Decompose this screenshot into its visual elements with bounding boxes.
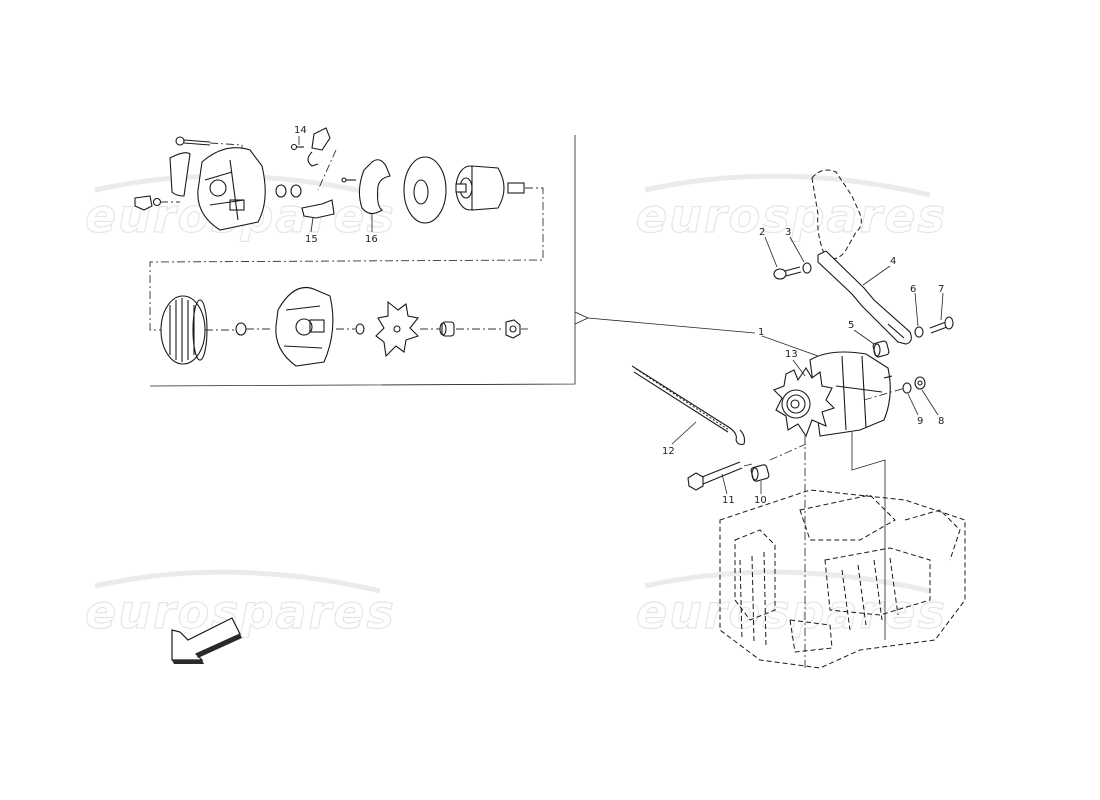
callout-14: 14 bbox=[294, 125, 307, 136]
leader-5 bbox=[853, 329, 875, 345]
part-8-nut bbox=[914, 376, 926, 390]
watermark-bottom-left: eurospares bbox=[84, 569, 396, 640]
callout-15: 15 bbox=[305, 234, 318, 245]
leader-9 bbox=[907, 393, 919, 416]
leader-13 bbox=[792, 359, 806, 377]
part-10-spacer bbox=[750, 464, 770, 482]
leader-3 bbox=[789, 236, 805, 263]
callout-8: 8 bbox=[938, 416, 944, 427]
front-housing bbox=[275, 286, 334, 367]
part-2-bolt bbox=[773, 266, 802, 280]
part-16-regulator bbox=[341, 159, 391, 215]
insulating-disc bbox=[403, 156, 447, 224]
detail-leader-to-alternator bbox=[587, 317, 756, 334]
callout-12: 12 bbox=[662, 446, 675, 457]
callout-13: 13 bbox=[785, 349, 798, 360]
watermark-bottom-right: eurospares bbox=[635, 569, 947, 640]
watermark-top-right: eurospares bbox=[635, 173, 947, 244]
leader-15 bbox=[310, 217, 314, 233]
leader-1 bbox=[761, 335, 819, 357]
stator bbox=[160, 295, 208, 365]
mount-axis-rear bbox=[851, 432, 886, 640]
svg-text:eurospares: eurospares bbox=[636, 585, 947, 639]
part-7-bolt bbox=[929, 316, 954, 334]
callout-9: 9 bbox=[917, 416, 923, 427]
cooling-fan-detail bbox=[375, 300, 420, 358]
part-11-pivot-bolt bbox=[687, 461, 743, 491]
slip-ring-end bbox=[455, 165, 525, 211]
pulley-nut bbox=[505, 319, 521, 339]
part-14-screw-clip bbox=[290, 127, 337, 191]
part-6-washer bbox=[914, 326, 924, 338]
brush-strip bbox=[169, 152, 191, 197]
part-5-spacer bbox=[872, 340, 890, 358]
part-4-adjusting-arm bbox=[817, 250, 912, 345]
leader-6 bbox=[914, 292, 919, 327]
leader-4 bbox=[862, 265, 891, 286]
axis-9-8 bbox=[863, 387, 906, 401]
spacer-sleeve bbox=[439, 321, 455, 337]
callout-10: 10 bbox=[754, 495, 767, 506]
terminal-screw bbox=[134, 195, 180, 211]
callout-3: 3 bbox=[785, 227, 791, 238]
leader-8 bbox=[921, 389, 939, 416]
part-9-washer bbox=[902, 382, 912, 394]
callout-6: 6 bbox=[910, 284, 916, 295]
callout-11: 11 bbox=[722, 495, 735, 506]
detail-frame-right bbox=[149, 135, 576, 387]
callout-16: 16 bbox=[365, 234, 378, 245]
leader-7 bbox=[940, 292, 944, 321]
part-1-alternator bbox=[809, 351, 893, 437]
leader-11 bbox=[721, 473, 728, 495]
mounting-assembly: 2 3 4 5 6 7 bbox=[631, 169, 966, 670]
callout-5: 5 bbox=[848, 320, 854, 331]
spacer-ring-b bbox=[355, 323, 365, 335]
engine-bracket-phantom bbox=[811, 169, 862, 260]
part-13-fan-pulley bbox=[773, 366, 836, 438]
spacer-ring-a bbox=[235, 322, 247, 336]
detail-frame-pointer bbox=[574, 311, 589, 325]
part-15-brush-holder bbox=[301, 199, 335, 219]
callout-2: 2 bbox=[759, 227, 765, 238]
front-direction-arrow-icon bbox=[171, 617, 242, 664]
svg-text:eurospares: eurospares bbox=[85, 585, 396, 639]
axis-10 bbox=[743, 463, 753, 467]
callout-1: 1 bbox=[758, 327, 764, 338]
engine-block-phantom bbox=[719, 489, 966, 669]
leader-12 bbox=[671, 421, 697, 445]
exploded-detail-group: 14 15 16 bbox=[134, 125, 756, 387]
callout-4: 4 bbox=[890, 256, 896, 267]
arm-slot bbox=[887, 323, 905, 339]
callout-7: 7 bbox=[938, 284, 944, 295]
leader-2 bbox=[764, 236, 778, 268]
ring-1 bbox=[275, 184, 287, 198]
part-3-washer bbox=[802, 262, 812, 274]
ring-2 bbox=[290, 184, 302, 198]
part-12-drive-belt bbox=[631, 365, 746, 446]
axis-10-to-alt bbox=[769, 443, 807, 461]
svg-text:eurospares: eurospares bbox=[636, 189, 947, 243]
rear-housing bbox=[197, 147, 266, 231]
